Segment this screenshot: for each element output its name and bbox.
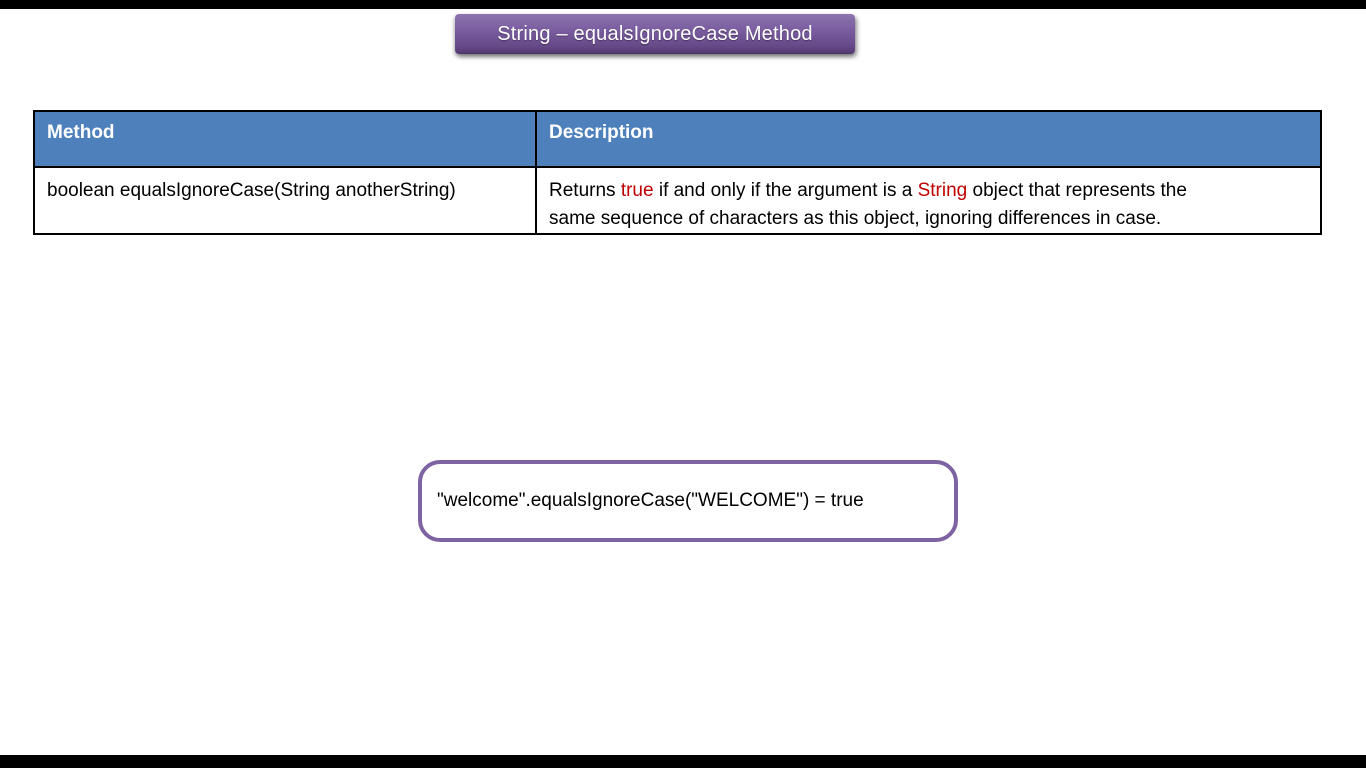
description-cell: Returns true if and only if the argument… bbox=[535, 166, 1322, 235]
description-text: if and only if the argument is a bbox=[653, 180, 918, 201]
letterbox-bottom bbox=[0, 755, 1366, 768]
table-row: boolean equalsIgnoreCase(String anotherS… bbox=[33, 166, 1322, 235]
description-text: object that represents the bbox=[967, 180, 1187, 201]
description-line-1: Returns true if and only if the argument… bbox=[549, 177, 1308, 205]
page-title: String – equalsIgnoreCase Method bbox=[497, 22, 813, 45]
description-highlight-true: true bbox=[620, 180, 654, 201]
header-cell-description: Description bbox=[535, 110, 1322, 168]
method-cell: boolean equalsIgnoreCase(String anotherS… bbox=[33, 166, 537, 235]
description-highlight-string: String bbox=[917, 180, 968, 201]
header-description-label: Description bbox=[549, 122, 654, 143]
methods-table: Method Description boolean equalsIgnoreC… bbox=[33, 110, 1322, 235]
example-code: "welcome".equalsIgnoreCase("WELCOME") = … bbox=[437, 490, 864, 511]
table-header-row: Method Description bbox=[33, 110, 1322, 168]
description-line-2: same sequence of characters as this obje… bbox=[549, 208, 1162, 229]
example-callout: "welcome".equalsIgnoreCase("WELCOME") = … bbox=[418, 460, 958, 542]
title-banner: String – equalsIgnoreCase Method bbox=[455, 14, 855, 54]
description-text: Returns bbox=[549, 180, 621, 201]
method-signature: boolean equalsIgnoreCase(String anotherS… bbox=[47, 180, 456, 201]
letterbox-top bbox=[0, 0, 1366, 9]
header-cell-method: Method bbox=[33, 110, 537, 168]
header-method-label: Method bbox=[47, 122, 115, 143]
